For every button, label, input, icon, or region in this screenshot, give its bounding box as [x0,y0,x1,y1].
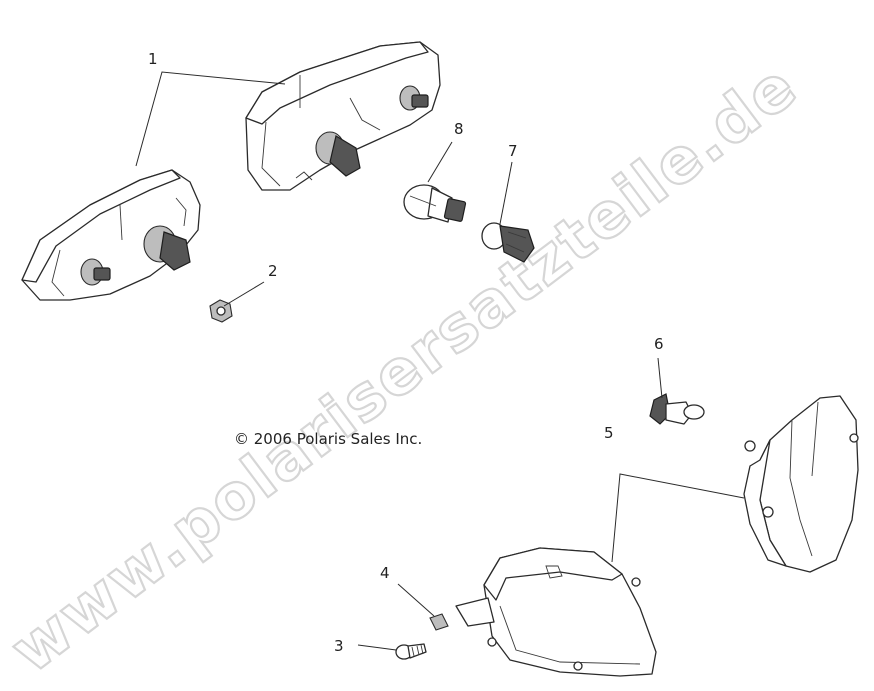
tail-light-upper-icon [245,41,441,191]
watermark: www.polarisersatzteile.de [0,48,812,688]
leader-5 [611,473,745,563]
watermark-text: www.polarisersatzteile.de [0,49,811,687]
callout-4: 4 [380,564,390,582]
leader-3 [357,644,397,651]
callout-7: 7 [508,142,518,160]
wedge-bulb-icon [403,184,467,223]
callout-labels: 1 2 3 4 5 6 7 8 [148,50,664,655]
leader-2 [223,281,265,307]
copyright-text: © 2006 Polaris Sales Inc. [234,430,422,448]
leader-4 [397,583,435,617]
leader-7 [499,161,513,225]
callout-6: 6 [654,335,664,353]
leader-8 [427,141,453,183]
clip-nut-icon [429,613,449,631]
headlight-upper-icon [743,395,859,573]
headlight-lower-icon [455,547,657,677]
callout-1: 1 [148,50,158,68]
nut-icon [209,299,233,323]
callout-3: 3 [334,637,344,655]
leader-1 [135,71,286,167]
callout-5: 5 [604,424,614,442]
callout-8: 8 [454,120,464,138]
screw-icon [395,643,427,660]
leader-6 [657,357,663,399]
bulb-socket-icon [481,222,535,263]
callout-2: 2 [268,262,278,280]
leader-lines [135,71,745,651]
tail-light-lower-icon [21,169,201,301]
headlight-bulb-icon [649,393,705,425]
